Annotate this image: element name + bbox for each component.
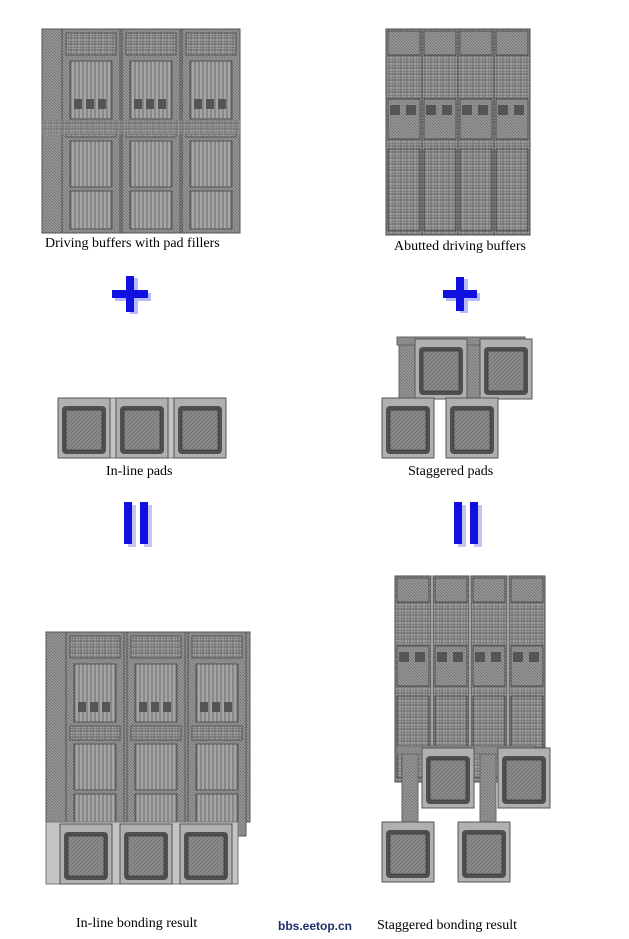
inline-bonding-result-figure xyxy=(45,631,251,885)
equals-sign-left xyxy=(124,502,152,547)
staggered-result-caption: Staggered bonding result xyxy=(377,918,517,933)
equals-sign-right xyxy=(454,502,482,547)
abutted-buffers-caption: Abutted driving buffers xyxy=(394,239,526,254)
staggered-bonding-result-figure xyxy=(381,575,551,883)
driving-buffers-caption: Driving buffers with pad fillers xyxy=(45,236,220,251)
abutted-driving-buffers-figure xyxy=(385,28,531,236)
driving-buffers-with-fillers-figure xyxy=(41,28,241,234)
inline-pads-figure xyxy=(57,397,227,459)
inline-pads-caption: In-line pads xyxy=(106,464,173,479)
plus-sign-right xyxy=(443,277,480,313)
staggered-pads-figure xyxy=(381,336,533,459)
staggered-pads-caption: Staggered pads xyxy=(408,464,494,479)
watermark: bbs.eetop.cn xyxy=(278,919,353,933)
inline-result-caption: In-line bonding result xyxy=(76,916,198,931)
plus-sign-left xyxy=(112,276,151,314)
